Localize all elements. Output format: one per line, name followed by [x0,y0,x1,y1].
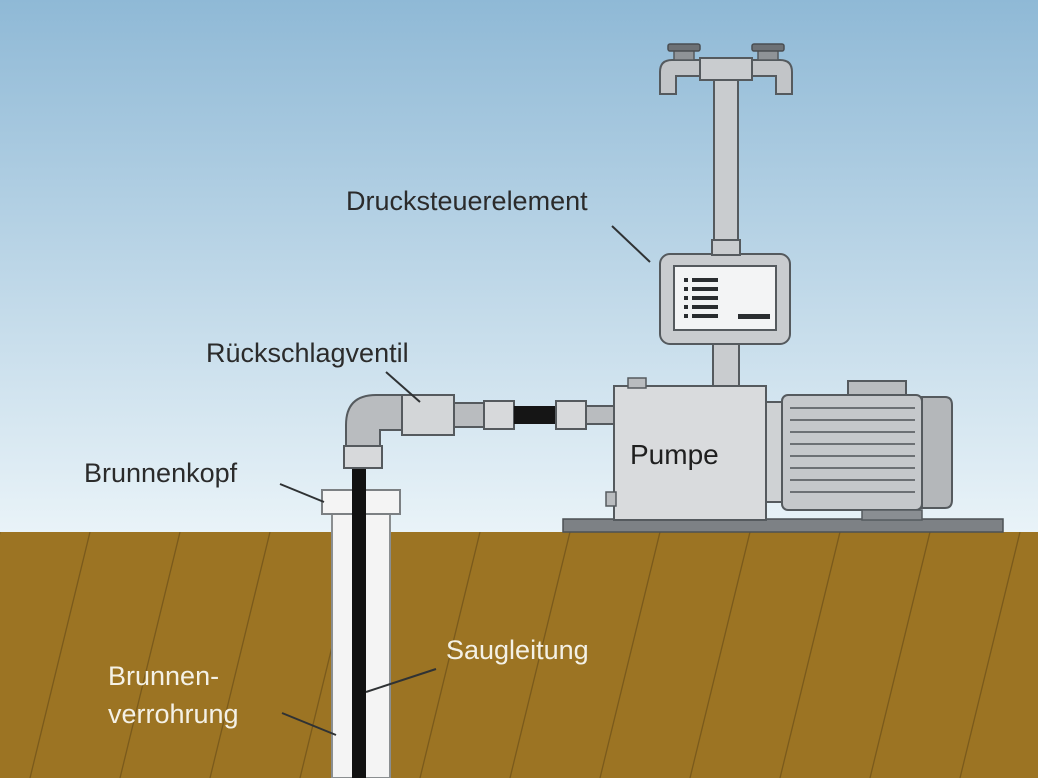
base-plate [562,518,1004,533]
label-brunnenverrohrung-line2: verrohrung [108,699,239,729]
elbow-fitting [343,394,403,469]
label-rueckschlagventil: Rückschlagventil [206,338,409,368]
leader-saugleitung [365,668,437,693]
leader-lines [279,225,651,736]
leader-brunnenverrohrung [281,712,337,736]
faucet-assembly [659,43,793,241]
controller-display-icon [684,278,770,319]
leader-rueckschlagventil [385,371,421,403]
label-brunnenverrohrung-line1: Brunnen- [108,661,220,691]
right-tap-icon [751,43,793,95]
electric-motor [759,380,953,521]
ground [0,532,1038,778]
leader-drucksteuerelement [611,225,651,263]
pump-housing [605,377,767,521]
suction-pipe [352,466,366,778]
pressure-line [483,400,617,430]
label-brunnenkopf: Brunnenkopf [84,458,238,488]
pressure-controller [659,239,791,345]
riser-pipe-lower [712,341,740,387]
check-valve [401,394,485,436]
label-pumpe: Pumpe [630,439,719,470]
label-drucksteuerelement: Drucksteuerelement [346,186,588,216]
left-tap-icon [659,43,701,95]
leader-brunnenkopf [279,483,325,503]
label-saugleitung: Saugleitung [446,635,589,665]
